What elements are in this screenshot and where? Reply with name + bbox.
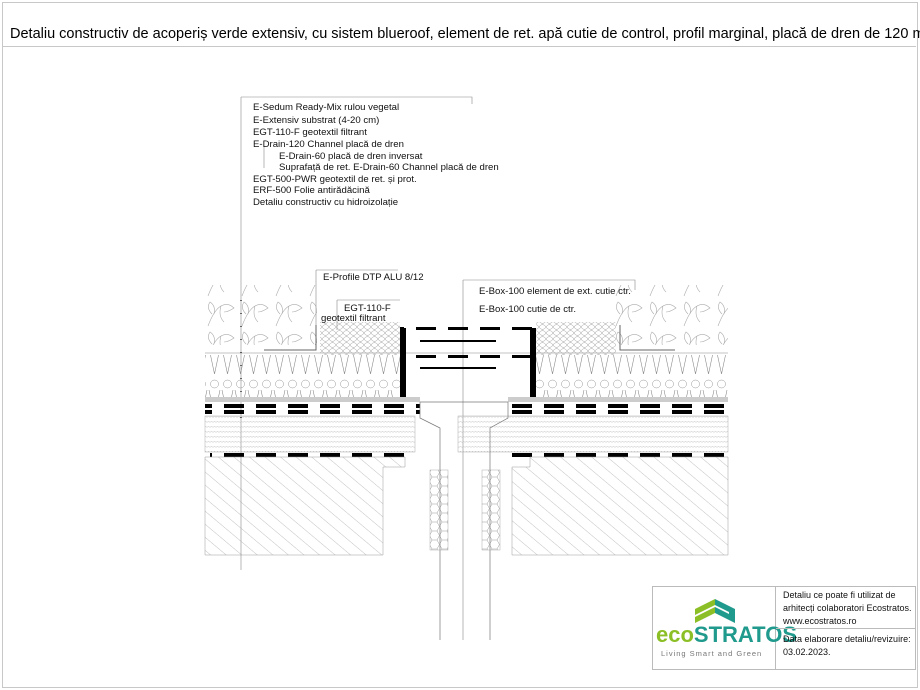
insulation-left: [204, 415, 416, 453]
drain-board-left: [205, 355, 400, 397]
info-line: Detaliu ce poate fi utilizat de: [783, 590, 896, 600]
divider: [776, 628, 915, 629]
date-value: 03.02.2023.: [783, 647, 831, 657]
vapor-barrier-left: [210, 453, 410, 457]
insulation-right: [457, 415, 729, 453]
gravel-left: [320, 322, 400, 355]
geotextile-label: geotextil filtrant: [321, 313, 386, 324]
vegetation-right: [615, 285, 728, 345]
membrane-layers: [205, 397, 728, 414]
info-box: ecoSTRATOS Living Smart and Green Detali…: [652, 586, 916, 670]
slab-left: [204, 456, 406, 556]
layer-label: E-Drain-60 placă de dren inversat: [279, 151, 423, 162]
vegetation-left: [205, 285, 317, 345]
layer-label: EGT-500-PWR geotextil de ret. și prot.: [253, 174, 417, 185]
box-label: E-Box-100 cutie de ctr.: [479, 304, 577, 315]
ecostratos-logo: ecoSTRATOS Living Smart and Green: [653, 587, 797, 669]
control-box: [400, 327, 536, 397]
layer-label: Detaliu constructiv cu hidroizolație: [253, 197, 399, 208]
box-extension-label: E-Box-100 element de ext. cutie ctr.: [479, 286, 631, 297]
layer-label: E-Drain-120 Channel placă de dren: [253, 139, 404, 150]
logo-text-stratos: STRATOS: [693, 622, 798, 647]
drawing-title: Detaliu constructiv de acoperiș verde ex…: [10, 26, 920, 42]
drain-board-right: [536, 355, 728, 397]
layer-label: ERF-500 Folie antirădăcină: [253, 185, 370, 196]
revision-info: Data elaborare detaliu/revizuire: 03.02.…: [783, 633, 911, 659]
website-link[interactable]: www.ecostratos.ro: [783, 616, 857, 626]
gravel-right: [536, 322, 616, 355]
slab-right: [511, 456, 729, 556]
vapor-barrier-right: [510, 453, 728, 457]
edge-profile: [264, 325, 675, 351]
profile-label: E-Profile DTP ALU 8/12: [323, 272, 424, 283]
logo-text-eco: eco: [656, 622, 694, 647]
logo-tagline: Living Smart and Green: [661, 649, 763, 658]
date-label: Data elaborare detaliu/revizuire:: [783, 634, 911, 644]
layer-label: Suprafață de ret. E-Drain-60 Channel pla…: [279, 162, 499, 173]
layer-label: E-Extensiv substrat (4-20 cm): [253, 115, 380, 126]
info-line: arhitecți colaboratori Ecostratos.: [783, 603, 912, 613]
drain-pipe: [419, 401, 509, 640]
logo-wordmark: ecoSTRATOS: [656, 622, 797, 648]
geotextile-label: EGT-110-F: [344, 303, 391, 314]
usage-note: Detaliu ce poate fi utilizat de arhitecț…: [783, 589, 912, 628]
layer-label: E-Sedum Ready-Mix rulou vegetal: [253, 102, 400, 113]
logo-chevron-icon: [695, 599, 735, 623]
layer-label: EGT-110-F geotextil filtrant: [253, 127, 367, 138]
title-bar: Detaliu constructiv de acoperiș verde ex…: [2, 2, 920, 47]
